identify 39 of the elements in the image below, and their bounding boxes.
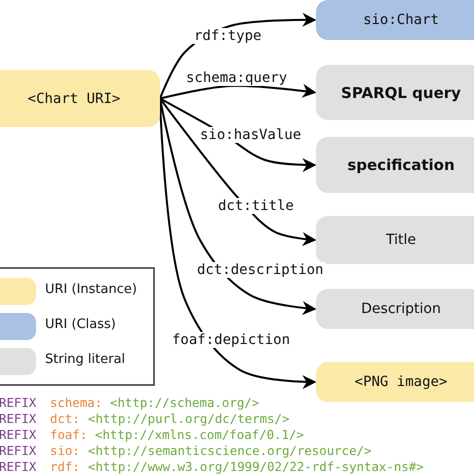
node-label: <Chart URI> xyxy=(28,90,120,106)
literal-box xyxy=(316,289,474,329)
node-label: Description xyxy=(361,301,441,317)
keyword: REFIX xyxy=(0,443,36,458)
prefix-name: sio: xyxy=(50,443,80,458)
edge-label: dct:description xyxy=(195,262,326,278)
keyword: REFIX xyxy=(0,395,36,410)
arrow xyxy=(159,98,316,246)
prefix-name: schema: xyxy=(50,395,102,410)
node-label: SPARQL query xyxy=(341,84,461,102)
literal-box xyxy=(316,65,474,120)
class-uri-box xyxy=(316,0,474,40)
keyword: REFIX xyxy=(0,459,36,474)
legend-label: URI (Instance) xyxy=(45,282,137,297)
instance-uri-box xyxy=(316,362,474,402)
edge-label: dct:title xyxy=(216,198,296,214)
namespace-uri: <http://www.w3.org/1999/02/22-rdf-syntax-ns#> xyxy=(88,459,424,474)
literal-box xyxy=(316,137,474,193)
legend-label: String literal xyxy=(45,352,126,367)
edge-label: sio:hasValue xyxy=(198,127,304,143)
prefix-name: rdf: xyxy=(50,459,80,474)
node-label: <PNG image> xyxy=(354,374,448,390)
literal-box xyxy=(316,216,474,264)
arrow xyxy=(160,84,316,100)
namespace-uri: <http://semanticscience.org/resource/> xyxy=(88,443,372,458)
namespace-uri: <http://purl.org/dc/terms/> xyxy=(88,411,290,426)
edge-label: rdf:type xyxy=(192,28,264,44)
prefix-name: dct: xyxy=(50,411,80,426)
keyword: REFIX xyxy=(0,427,36,442)
node-label: sio:Chart xyxy=(363,12,439,28)
node-label: specification xyxy=(347,156,455,174)
namespace-uri: <http://xmlns.com/foaf/0.1/> xyxy=(95,427,304,442)
prefix-name: foaf: xyxy=(50,427,88,442)
namespace-uri: <http://schema.org/> xyxy=(110,395,260,410)
instance-uri-box xyxy=(0,70,160,127)
edge-label: schema:query xyxy=(184,70,290,86)
node-label: Title xyxy=(386,232,416,248)
legend-label: URI (Class) xyxy=(45,317,116,332)
keyword: REFIX xyxy=(0,411,36,426)
